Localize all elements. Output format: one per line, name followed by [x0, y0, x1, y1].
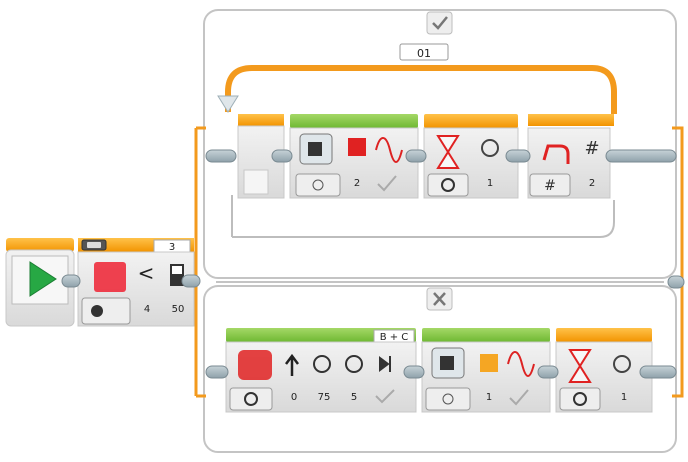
timer-mode-selector-false[interactable] [559, 387, 601, 411]
switch-threshold-value[interactable]: 50 [172, 304, 185, 315]
speedometer-icon [313, 355, 331, 373]
brake-icon [379, 356, 391, 372]
mode-icon [91, 305, 103, 317]
brick-light-block-true[interactable]: 2 [289, 114, 419, 199]
interrupt-mode-selector[interactable]: # [529, 173, 571, 197]
wait-timer-block-true[interactable]: 1 [423, 114, 519, 199]
comparison-operator: < [138, 261, 155, 285]
false-light-color-value[interactable]: 1 [486, 392, 492, 403]
steering-arrow-icon [285, 353, 299, 376]
check-icon [432, 16, 448, 30]
wait-timer-block-false[interactable]: 1 [555, 328, 653, 413]
brick-light-block-false[interactable]: 1 [421, 328, 551, 413]
switch-frame [194, 9, 684, 453]
light-bulb-icon-false [442, 393, 454, 405]
false-case-tab[interactable] [426, 287, 453, 311]
loop-name: 01 [417, 47, 431, 60]
light-mode-selector[interactable] [295, 173, 341, 197]
switch-mode-value[interactable]: 4 [144, 304, 150, 315]
motor-icon [238, 350, 272, 380]
pulse-icon-false [507, 351, 535, 377]
pulse-check-icon-false [509, 389, 529, 406]
rotations-icon [345, 355, 363, 373]
move-steering-ports[interactable]: B + C [380, 332, 409, 343]
loop-arrow-icon [217, 95, 239, 113]
loop-name-box[interactable] [399, 43, 449, 61]
stopwatch-icon [481, 139, 499, 157]
ultrasonic-sensor-icon [94, 262, 126, 292]
timer-icon [441, 178, 455, 192]
sequence-connectors [61, 149, 685, 379]
pulse-icon [375, 137, 403, 163]
light-mode-selector-false[interactable] [425, 387, 471, 411]
timer-mode-selector[interactable] [427, 173, 469, 197]
true-light-color-value[interactable]: 2 [354, 178, 360, 189]
move-mode-icon [244, 392, 258, 406]
loop-block[interactable]: 01 [217, 43, 617, 238]
hourglass-icon-false [568, 349, 592, 383]
play-icon [29, 261, 57, 297]
steering-value[interactable]: 0 [291, 392, 297, 403]
loop-interrupt-icon [542, 144, 570, 164]
x-icon [433, 292, 446, 306]
mode-selector[interactable] [81, 297, 131, 325]
brake-check-icon [375, 389, 395, 404]
rotations-value[interactable]: 5 [351, 392, 357, 403]
loop-interrupt-value[interactable]: 2 [589, 178, 595, 189]
start-block[interactable] [5, 238, 75, 327]
move-mode-selector[interactable] [229, 387, 273, 411]
false-wait-seconds[interactable]: 1 [621, 392, 627, 403]
orange-light-icon [480, 354, 498, 372]
hash-mode-icon: # [544, 178, 556, 194]
red-light-icon [348, 138, 366, 156]
true-wait-seconds[interactable]: 1 [487, 178, 493, 189]
loop-interrupt-block[interactable]: # # 2 [527, 127, 611, 199]
power-value[interactable]: 75 [318, 392, 331, 403]
timer-icon-false [573, 392, 587, 406]
hash-icon: # [584, 138, 599, 159]
pulse-check-icon [377, 175, 397, 192]
true-case-tab[interactable] [426, 11, 453, 35]
switch-port-value: 3 [169, 242, 175, 253]
move-steering-block[interactable]: B + C 0 75 5 [225, 328, 417, 413]
hourglass-icon [436, 135, 460, 169]
switch-block[interactable]: 3 < 4 50 [77, 238, 195, 327]
light-bulb-icon [312, 179, 324, 191]
stopwatch-icon-false [613, 355, 631, 373]
